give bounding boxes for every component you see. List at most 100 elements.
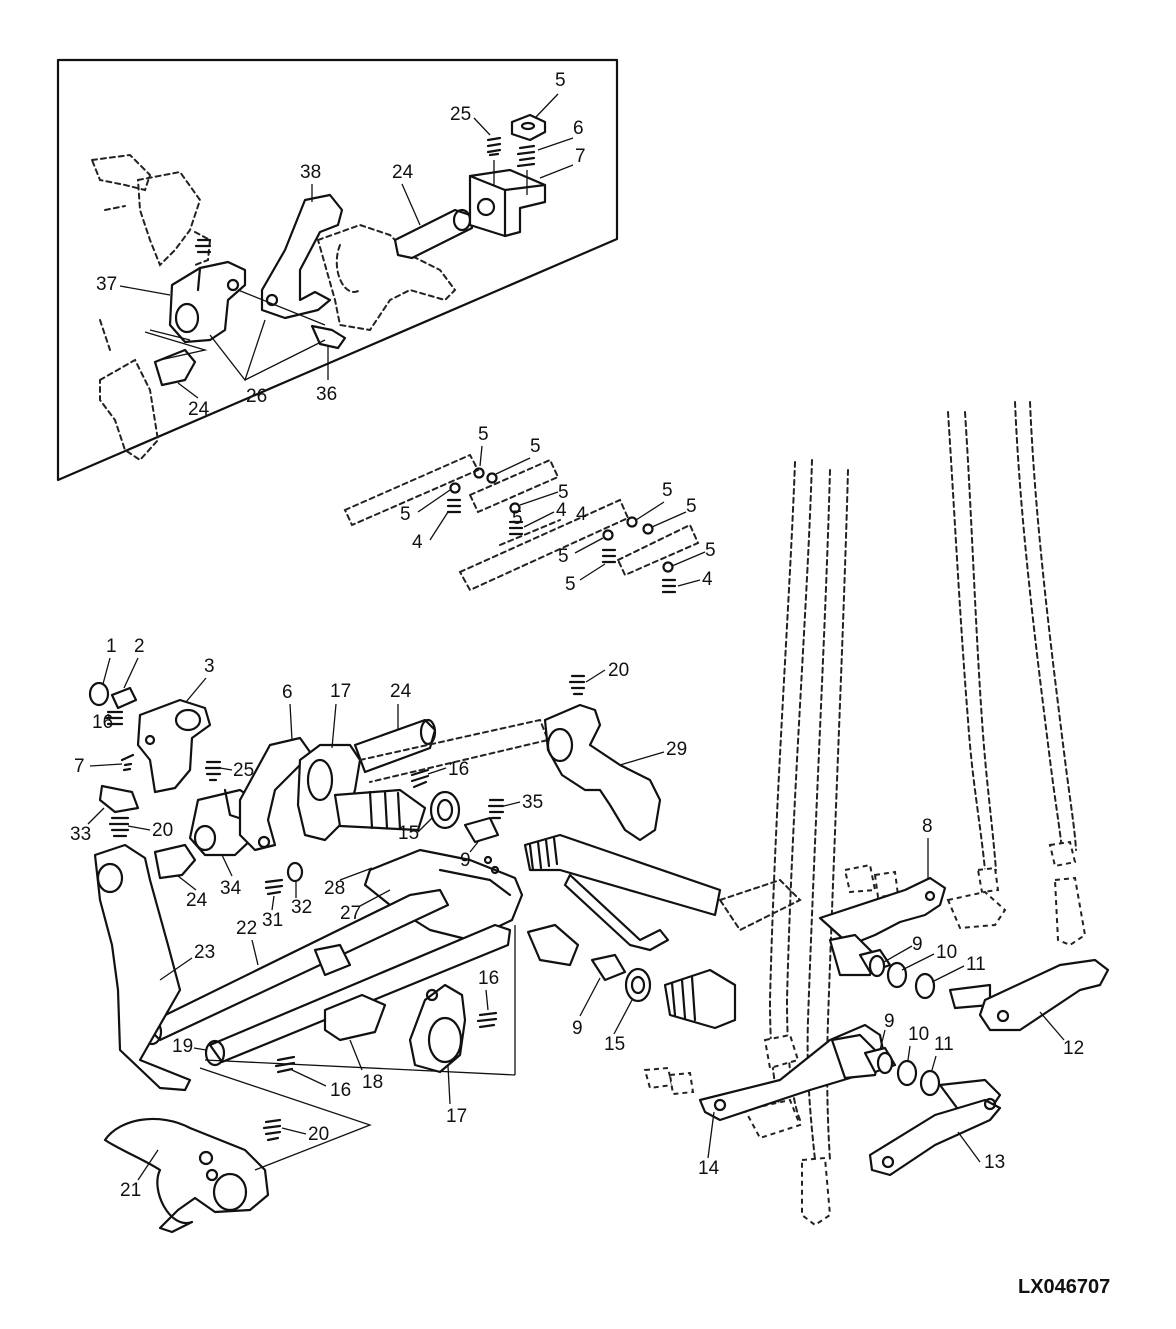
part-6-spring [516,144,536,168]
callout-label: 7 [74,756,85,777]
part-11-washer-upper [914,972,936,1000]
callout-label: 16 [92,712,113,733]
callout-label: 25 [233,760,254,781]
part-16-lower-a [476,1011,498,1029]
part-5-nut [510,113,547,142]
part-33-bolt [98,784,140,814]
part-28-shift-rod [523,833,722,952]
part-9-shim-lower [876,1051,894,1075]
callout-label: 2 [134,636,145,657]
part-1-washer [88,681,110,707]
callout-label: 22 [236,918,257,939]
part-16-small [410,768,430,789]
part-coupling-shaft [663,968,737,1030]
part-29-fork [543,703,662,842]
callout-label: 21 [120,1180,141,1201]
callout-label: 17 [446,1106,467,1127]
callout-label: 3 [204,656,215,677]
callout-label: 5 [662,480,673,501]
part-15-washer-upper [429,790,461,830]
callout-label: 11 [966,954,986,975]
callout-label: 6 [573,118,584,139]
callout-label: 18 [362,1072,383,1093]
callout-label: 11 [934,1034,954,1055]
part-17-selector-upper [296,743,427,842]
callout-label: 35 [522,792,543,813]
inset-detail-box [56,58,619,482]
callout-label: 5 [565,574,576,595]
callout-label: 20 [608,660,629,681]
part-3-lever [136,698,212,794]
callout-label: 10 [908,1024,929,1045]
part-19-rail [204,923,512,1067]
callout-label: 37 [96,274,117,295]
part-7-pin [120,753,135,772]
detent-callouts: 5 5 5 5 5 4 4 5 5 5 5 4 5 4 [400,424,716,595]
part-20-screw-lower [262,1118,282,1142]
callout-label: 9 [884,1011,895,1032]
part-25-screw-main [204,760,222,782]
callout-label: 20 [308,1124,329,1145]
part-25-screw [486,136,502,157]
callout-label: 27 [340,903,361,924]
part-9-bushing-upper [463,816,500,844]
part-24-bushing [153,843,197,880]
part-31-spring [264,878,284,896]
part-6-lever [238,736,312,852]
callout-label: 32 [291,897,312,918]
part-24-upper-shaft [353,718,437,774]
callout-label: 25 [450,104,471,125]
callout-label: 26 [246,386,267,407]
part-10-washer-lower [896,1059,918,1087]
callout-label: 12 [1063,1038,1084,1059]
part-20-spring-left [108,816,130,838]
main-callouts: 1 2 3 16 7 33 20 24 34 6 25 17 24 16 15 … [70,636,1084,1201]
figure-id: LX046707 [1018,1276,1110,1298]
part-9-bushing-mid [526,923,580,967]
callout-label: 5 [512,508,523,529]
inset-callouts: 5 25 6 7 38 24 37 26 36 24 [96,70,586,420]
callout-label: 5 [558,546,569,567]
callout-label: 6 [282,682,293,703]
part-37-block [168,260,247,344]
callout-label: 16 [448,759,469,780]
callout-label: 38 [300,162,321,183]
callout-label: 23 [194,942,215,963]
callout-label: 5 [555,70,566,91]
part-24-shaft [393,208,474,260]
callout-label: 5 [478,424,489,445]
part-10-washer-upper [886,961,908,989]
callout-label: 28 [324,878,345,899]
part-17-selector-lower [408,983,467,1074]
detent-rails-group [343,453,700,594]
part-9-bushing-lower [590,953,627,982]
ghosted-shift-levers [643,401,1087,1227]
callout-label: 15 [398,823,419,844]
callout-label: 24 [392,162,414,183]
part-23-fork [93,843,192,1092]
part-20-screw-upper [568,674,586,696]
callout-label: 17 [330,681,351,702]
callout-label: 5 [686,496,697,517]
callout-label: 4 [576,504,587,525]
callout-label: 5 [558,482,569,503]
inset-part-24-bushing [153,348,197,387]
callout-label: 9 [912,934,923,955]
callout-label: 14 [698,1158,720,1179]
callout-label: 19 [172,1036,193,1057]
part-15-washer-lower [624,967,652,1003]
callout-label: 20 [152,820,173,841]
part-12-arm [948,958,1110,1032]
callout-label: 9 [460,850,471,871]
callout-label: 24 [390,681,412,702]
callout-label: 7 [575,146,586,167]
part-38-lever [260,193,344,320]
callout-label: 16 [330,1080,351,1101]
callout-label: 1 [106,636,117,657]
part-32-clip [286,861,304,883]
callout-label: 33 [70,824,91,845]
callout-label: 5 [400,504,411,525]
callout-label: 4 [556,500,567,521]
callout-label: 4 [702,569,713,590]
